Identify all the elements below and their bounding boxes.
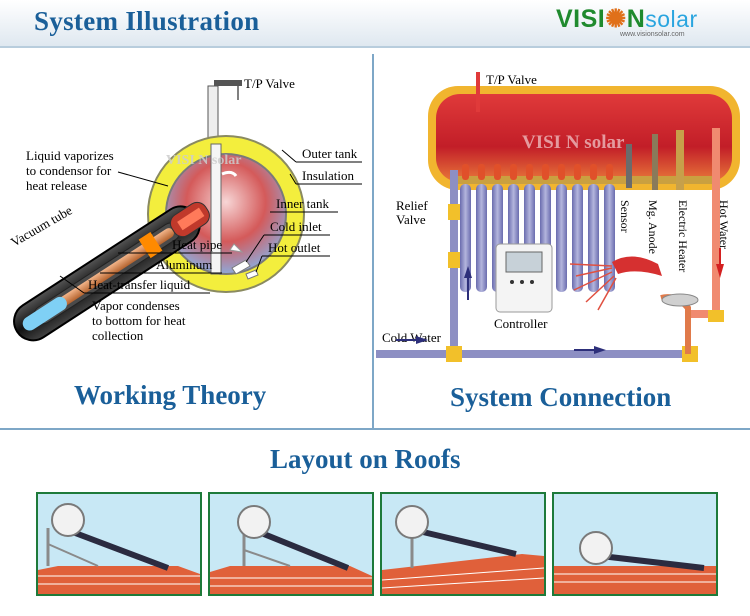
label-electric-heater: Electric Heater	[676, 200, 690, 272]
label-aluminum: Aluminum	[156, 257, 212, 272]
heater-rod	[676, 130, 684, 190]
horizontal-divider	[0, 428, 750, 430]
hot-fitting	[708, 310, 724, 322]
label-heat-pipe: Heat pipe	[172, 237, 222, 252]
tp-valve-right	[476, 72, 480, 112]
tube	[556, 184, 567, 292]
system-connection-diagram: VISI N solar T/P Valve	[376, 54, 750, 428]
label-vacuum-tube: Vacuum tube	[8, 202, 75, 249]
label-sensor: Sensor	[618, 200, 632, 233]
label-controller: Controller	[494, 316, 548, 331]
label-inner-tank: Inner tank	[276, 196, 330, 211]
label-relief-1: Relief	[396, 198, 428, 213]
logo-text-solar: solar	[645, 6, 697, 32]
label-cold-inlet: Cold inlet	[270, 219, 322, 234]
label-liquid-vaporizes-2: to condensor for	[26, 163, 112, 178]
logo-text-right: N	[627, 5, 646, 33]
tube	[588, 184, 599, 292]
tank-logo: VISI N solar	[166, 153, 241, 168]
brand-logo: VISI✺Nsolar www.visionsolar.com	[556, 4, 721, 42]
working-theory-panel: VISI N solar Liquid vaporizes to condens…	[0, 54, 372, 428]
system-connection-panel: VISI N solar T/P Valve	[376, 54, 750, 428]
page-title: System Illustration	[34, 6, 259, 37]
label-liquid-vaporizes-1: Liquid vaporizes	[26, 148, 114, 163]
label-heat-transfer-liquid: Heat-transfer liquid	[88, 277, 191, 292]
roof-layout-1	[36, 492, 202, 596]
tube	[476, 184, 487, 292]
roof-layout-2	[208, 492, 374, 596]
controller-display	[506, 252, 542, 272]
check-valve	[448, 252, 460, 268]
vertical-divider	[372, 54, 374, 430]
label-cold-water: Cold Water	[382, 330, 442, 345]
tee-fitting	[446, 346, 462, 362]
logo-url: www.visionsolar.com	[620, 31, 685, 38]
label-liquid-vaporizes-3: heat release	[26, 178, 87, 193]
sensor-rod	[626, 144, 632, 188]
layout-title: Layout on Roofs	[270, 444, 461, 475]
label-tp-valve-right: T/P Valve	[486, 72, 537, 87]
working-theory-diagram: VISI N solar Liquid vaporizes to condens…	[0, 54, 372, 428]
relief-valve	[448, 204, 460, 220]
cold-main-pipe	[376, 350, 688, 358]
anode-rod	[652, 134, 658, 190]
label-hot-outlet: Hot outlet	[268, 240, 321, 255]
label-vapor-condenses-2: to bottom for heat	[92, 313, 186, 328]
shower-head	[612, 256, 662, 276]
working-theory-caption: Working Theory	[74, 380, 266, 411]
faucet-head	[662, 294, 698, 306]
sun-icon: ✺	[605, 5, 626, 33]
roof-layout-3	[380, 492, 546, 596]
label-vapor-condenses-3: collection	[92, 328, 144, 343]
hot-water-pipe	[712, 128, 720, 318]
tp-valve-cap	[214, 80, 242, 86]
label-outer-tank: Outer tank	[302, 146, 358, 161]
system-connection-caption: System Connection	[450, 382, 671, 413]
label-mg-anode: Mg. Anode	[646, 200, 660, 254]
label-tp-valve: T/P Valve	[244, 76, 295, 91]
tank-logo-right: VISI N solar	[522, 132, 625, 153]
logo-text-left: VISI	[556, 5, 605, 33]
label-vapor-condenses-1: Vapor condenses	[92, 298, 180, 313]
label-relief-2: Valve	[396, 212, 426, 227]
roof-layout-4	[552, 492, 718, 596]
label-insulation: Insulation	[302, 168, 354, 183]
header-bar: System Illustration VISI✺Nsolar www.visi…	[0, 0, 750, 48]
